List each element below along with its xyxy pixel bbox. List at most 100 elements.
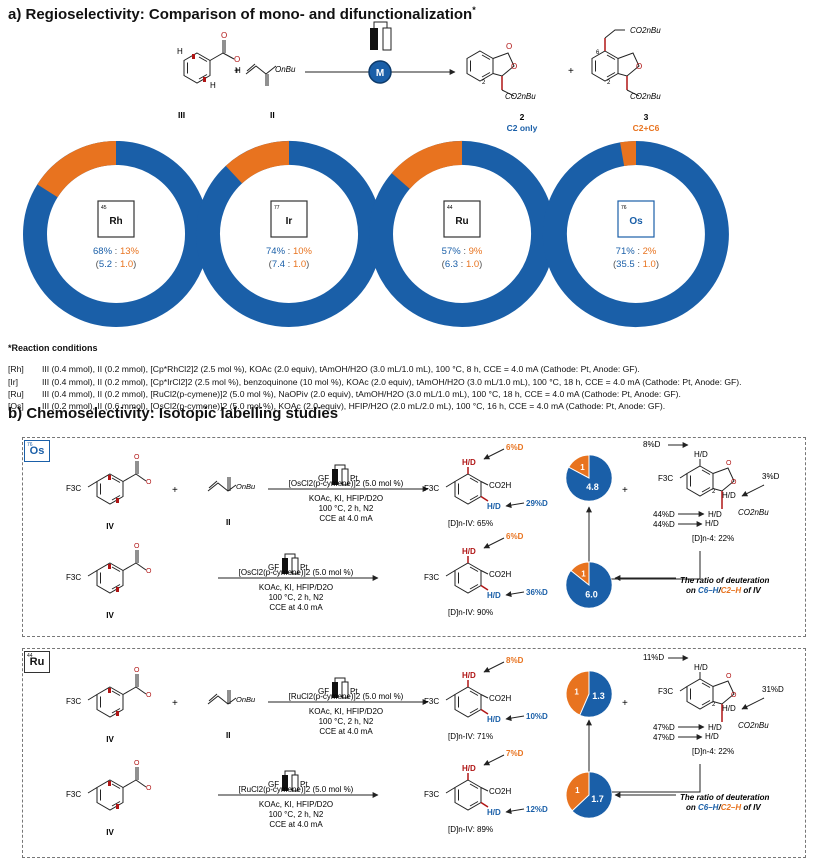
svg-text:Pt: Pt [350, 687, 358, 696]
svg-text:O: O [726, 460, 732, 467]
condition-line-1: KOAc, KI, HFIP/D2O [309, 707, 383, 716]
svg-text:CO2nBu: CO2nBu [738, 721, 769, 730]
svg-text:H/D: H/D [705, 519, 719, 528]
metal-catalyst-circle [368, 60, 392, 84]
pie-slice-c2 [570, 561, 590, 587]
svg-text:H/D: H/D [722, 704, 736, 713]
svg-text:H/D: H/D [722, 491, 736, 500]
svg-text:F3C: F3C [658, 687, 673, 696]
element-box [97, 200, 135, 238]
electrode-label: M [376, 68, 384, 79]
yield-ratio: 74% : 10% [266, 246, 313, 257]
atomic-number: 77 [274, 205, 280, 211]
plus-sign: + [234, 66, 240, 77]
svg-text:CO2H: CO2H [489, 787, 511, 796]
svg-text:CO2H: CO2H [489, 694, 511, 703]
condition-row-ir: [Ir]III (0.4 mmol), II (0.2 mmol), [Cp*I… [8, 376, 742, 387]
selectivity-ratio: (35.5 : 1.0) [613, 259, 659, 270]
svg-text:H: H [210, 81, 216, 90]
p4-yield: [D]n-4: 22% [692, 534, 734, 543]
section-a-title: a) Regioselectivity: Comparison of mono-… [8, 5, 476, 23]
os-panel [22, 437, 806, 637]
pie-slice-c2 [568, 454, 590, 479]
product2-note: C2 only [507, 123, 538, 133]
compound-iii-structure: O O H H H [177, 31, 241, 90]
reaction-conditions: *Reaction conditions [Rh]III (0.4 mmol),… [8, 342, 823, 412]
condition-line-2: 100 °C, 2 h, N2 [269, 593, 324, 602]
cf3-label: F3C [66, 697, 81, 706]
svg-text:O: O [146, 692, 152, 699]
selectivity-ratio: (7.4 : 1.0) [269, 259, 310, 270]
svg-text:OnBu: OnBu [236, 482, 256, 491]
svg-text:H/D: H/D [487, 502, 501, 511]
condition-line-3: CCE at 4.0 mA [269, 603, 323, 612]
c6-deuteration: 29%D [526, 499, 548, 508]
svg-text:6: 6 [596, 50, 600, 56]
svg-text:II: II [226, 731, 230, 740]
svg-text:O: O [506, 42, 512, 51]
svg-text:H: H [235, 66, 241, 75]
product-yield: [D]n-IV: 89% [448, 825, 493, 834]
c2-deuteration: 7%D [506, 749, 524, 758]
section-b-title: b) Chemoselectivity: Isotopic labelling … [8, 405, 339, 422]
pie-slice-c2 [565, 670, 590, 716]
svg-text:H/D: H/D [708, 510, 722, 519]
svg-text:F3C: F3C [424, 573, 439, 582]
condition-line-2: 100 °C, 2 h, N2 [269, 810, 324, 819]
svg-text:1.7: 1.7 [591, 794, 604, 804]
svg-text:CO2H: CO2H [489, 570, 511, 579]
ratio-note: The ratio of deuteration [680, 576, 769, 585]
condition-line-2: 100 °C, 2 h, N2 [319, 504, 374, 513]
svg-text:O: O [134, 760, 140, 767]
svg-text:on C6–H/C2–H of IV: on C6–H/C2–H of IV [686, 586, 761, 595]
svg-text:+: + [568, 66, 574, 77]
svg-text:F3C: F3C [424, 697, 439, 706]
condition-line-1: KOAc, KI, HFIP/D2O [309, 494, 383, 503]
cf3-label: F3C [66, 484, 81, 493]
element-box [443, 200, 481, 238]
svg-text:1.3: 1.3 [592, 691, 605, 701]
yield-ratio: 71% : 2% [616, 246, 657, 257]
svg-text:GF: GF [318, 687, 329, 696]
iv-label: IV [106, 828, 114, 837]
svg-text:H: H [177, 47, 183, 56]
scheme-a: O O H H H III + OnBu II M [177, 21, 661, 133]
donut-segment-c2c6 [225, 141, 290, 184]
condition-row-ru: [Ru]III (0.4 mmol), II (0.2 mmol), [RuCl… [8, 388, 681, 399]
svg-text:H/D: H/D [694, 663, 708, 672]
cf3-label: F3C [66, 790, 81, 799]
catalyst-text: [OsCl2(p-cymene)]2 (5.0 mol %) [289, 479, 404, 488]
condition-row-os: [Os]III (0.2 mmol), II (0.6 mmol), [OsCl… [8, 401, 666, 412]
condition-line-1: KOAc, KI, HFIP/D2O [259, 800, 333, 809]
deuteration-ratio-pie: 16.0 [565, 561, 613, 609]
svg-text:1: 1 [581, 570, 586, 579]
svg-text:2: 2 [712, 702, 716, 708]
onbu-label: OnBu [275, 65, 296, 74]
svg-text:2: 2 [712, 489, 716, 495]
svg-text:H/D: H/D [462, 671, 476, 680]
svg-text:4.8: 4.8 [586, 482, 599, 492]
c2-deuteration: 6%D [506, 443, 524, 452]
svg-text:H/D: H/D [462, 547, 476, 556]
svg-text:GF: GF [268, 563, 279, 572]
svg-text:H/D: H/D [705, 732, 719, 741]
condition-line-3: CCE at 4.0 mA [319, 727, 373, 736]
svg-text:O: O [234, 55, 240, 64]
svg-text:H/D: H/D [708, 723, 722, 732]
svg-text:Pt: Pt [300, 780, 308, 789]
p4-deut-3: 44%D [653, 510, 675, 519]
svg-text:+: + [622, 485, 628, 496]
